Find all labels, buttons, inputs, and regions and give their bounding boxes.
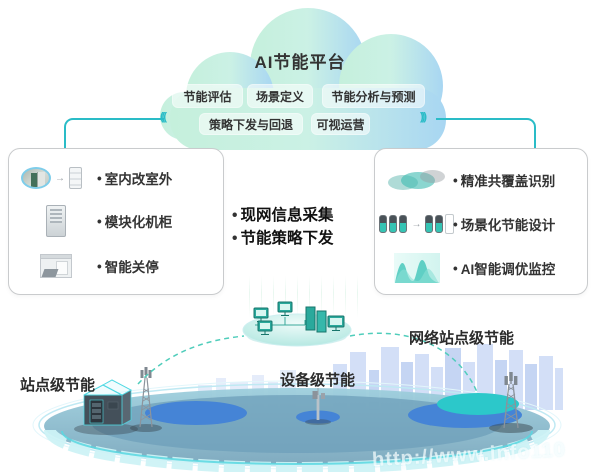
device-level-label: 设备级节能 <box>280 372 356 389</box>
small-cell-pole <box>312 388 325 420</box>
left-panel: → • 室内改室外 • 模块化机柜 • 智能关停 <box>8 148 224 295</box>
connector-line-left <box>64 118 164 149</box>
right-item-label: 场景化节能设计 <box>460 218 556 233</box>
monitor-icons <box>253 301 345 335</box>
bullet: • <box>453 172 458 188</box>
flow-left-icon: ((( <box>160 111 167 123</box>
site-level-label: 站点级节能 <box>20 377 96 394</box>
right-panel-row-3: • AI智能调优监控 <box>381 249 583 287</box>
indoor-room-icon <box>21 167 51 189</box>
flow-right-icon: ))) <box>420 111 427 123</box>
pill-visual-operation: 可视运营 <box>311 113 370 135</box>
platform-title: AI节能平台 <box>254 53 346 72</box>
right-panel-row-2: → • 场景化节能设计 <box>378 205 583 243</box>
note-deliver: 节能策略下发 <box>240 230 334 247</box>
dashed-links <box>137 332 478 393</box>
right-panel: • 精准共覆盖识别 → • 场景化节能设计 <box>374 148 588 295</box>
outdoor-cabinet-icon <box>69 167 82 189</box>
left-panel-row-2: • 模块化机柜 <box>15 202 219 240</box>
coverage-ellipses-icon <box>388 165 446 195</box>
left-item-label: 智能关停 <box>104 260 159 275</box>
pill-energy-evaluation: 节能评估 <box>172 84 243 108</box>
modular-cabinet-icon <box>46 205 66 237</box>
bullet: • <box>97 258 102 274</box>
right-item-label: 精准共覆盖识别 <box>460 174 556 189</box>
battery-cells-icon: → <box>378 214 456 234</box>
left-panel-row-1: → • 室内改室外 <box>15 159 219 197</box>
bullet: • <box>453 260 458 276</box>
pill-analysis-prediction: 节能分析与预测 <box>322 84 425 108</box>
right-item-label: AI智能调优监控 <box>460 262 556 277</box>
convert-arrow-icon: → <box>55 172 65 184</box>
site-shelter <box>83 379 133 426</box>
telecom-tower-right <box>503 372 519 429</box>
bullet: • <box>453 216 458 232</box>
waveform-icon <box>394 253 440 283</box>
pill-scene-definition: 场景定义 <box>247 84 313 108</box>
network-level-label: 网络站点级节能 <box>409 330 515 347</box>
city-scene-illustration <box>32 301 563 472</box>
right-panel-row-1: • 精准共覆盖识别 <box>381 161 583 199</box>
left-panel-row-3: • 智能关停 <box>15 247 219 285</box>
device-cluster <box>242 301 352 347</box>
connector-line-right <box>436 118 536 149</box>
left-item-label: 室内改室外 <box>104 172 173 187</box>
telecom-tower-left <box>139 367 153 428</box>
pill-policy-rollback: 策略下发与回退 <box>199 113 303 135</box>
shadows <box>74 419 533 435</box>
left-item-label: 模块化机柜 <box>104 215 173 230</box>
bullet: • <box>97 213 102 229</box>
note-collect: 现网信息采集 <box>240 207 334 224</box>
center-notes: •现网信息采集 •节能策略下发 <box>232 207 334 247</box>
shutdown-screen-icon <box>40 254 72 278</box>
bullet: • <box>97 170 102 186</box>
